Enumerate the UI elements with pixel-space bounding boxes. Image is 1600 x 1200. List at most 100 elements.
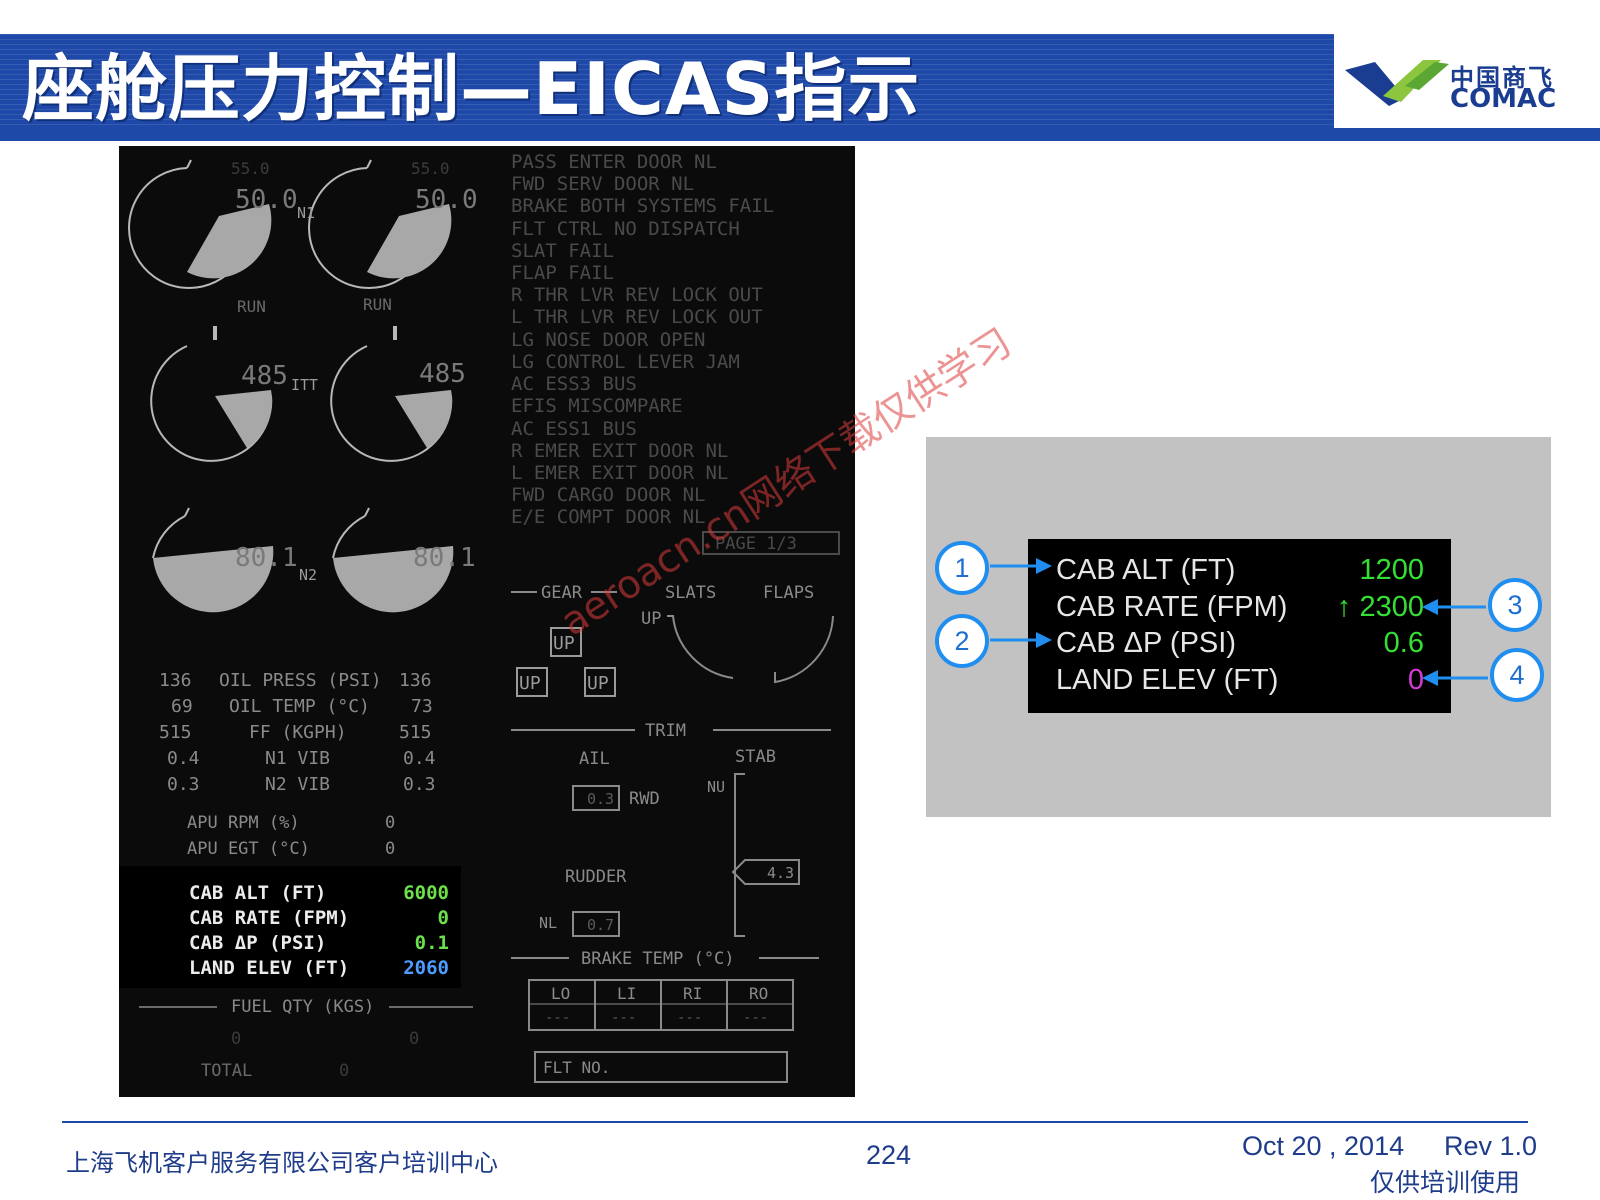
cas-message: SLAT FAIL: [511, 240, 614, 262]
fuel-right-value: 0: [409, 1029, 419, 1049]
cas-message: BRAKE BOTH SYSTEMS FAIL: [511, 195, 774, 217]
display-row: CAB ΔP (PSI) 0.6: [1056, 625, 1424, 661]
cas-message: FLT CTRL NO DISPATCH: [511, 218, 740, 240]
n1-label: N1: [297, 204, 315, 222]
slats-title: SLATS: [665, 583, 716, 603]
cas-page-indicator: PAGE 1/3: [715, 534, 797, 554]
cas-message: L EMER EXIT DOOR NL: [511, 462, 728, 484]
display-value: 0.6: [1383, 627, 1424, 659]
cas-message: AC ESS3 BUS: [511, 373, 637, 395]
param-left-value: 136: [159, 670, 192, 691]
cas-message: FWD CARGO DOOR NL: [511, 484, 705, 506]
cas-message-list: PASS ENTER DOOR NL FWD SERV DOOR NL BRAK…: [511, 151, 774, 528]
itt-left-gauge: [150, 326, 273, 462]
cab-value: 0.1: [414, 932, 449, 954]
n2-right-value: 80.1: [413, 543, 476, 573]
cas-message: EFIS MISCOMPARE: [511, 395, 683, 417]
ail-label: AIL: [579, 749, 610, 769]
display-label: CAB ΔP (PSI): [1056, 627, 1236, 659]
cab-label: CAB RATE (FPM): [189, 907, 350, 929]
cabin-pressure-block: CAB ALT (FT) 6000 CAB RATE (FPM) 0 CAB Δ…: [119, 866, 461, 988]
flt-no-label: FLT NO.: [543, 1058, 610, 1077]
comac-logo-icon: [1345, 60, 1449, 106]
fuel-total-label: TOTAL: [201, 1061, 252, 1081]
param-right-value: 73: [411, 696, 433, 717]
eicas-display: 55.0 55.0 50.0 50.0 N1 RUN RUN 485 485 I…: [119, 146, 855, 1097]
itt-label: ITT: [291, 376, 318, 394]
brake-col: RI: [683, 984, 702, 1003]
stab-label: STAB: [735, 747, 776, 767]
trim-title: TRIM: [645, 721, 686, 741]
stab-nu-label: NU: [707, 778, 725, 796]
n2-right-gauge: [332, 507, 454, 613]
param-label: N2 VIB: [265, 774, 330, 795]
cab-row: LAND ELEV (FT) 2060: [189, 957, 449, 983]
param-left-value: 515: [159, 722, 192, 743]
footer-note: 仅供培训使用: [1370, 1168, 1521, 1197]
param-right-value: 515: [399, 722, 432, 743]
apu-value: 0: [385, 839, 395, 859]
n1-left-target: 55.0: [231, 159, 270, 178]
brake-col: LO: [551, 984, 570, 1003]
cas-message: PASS ENTER DOOR NL: [511, 151, 717, 173]
param-right-value: 0.3: [403, 774, 436, 795]
logo-text-en: COMAC: [1450, 84, 1557, 114]
display-label: LAND ELEV (FT): [1056, 664, 1279, 696]
param-left-value: 0.4: [167, 748, 200, 769]
cas-message: LG CONTROL LEVER JAM: [511, 351, 740, 373]
cas-message: AC ESS1 BUS: [511, 418, 637, 440]
cab-label: CAB ALT (FT): [189, 882, 327, 904]
display-row: CAB RATE (FPM) ↑ 2300: [1056, 589, 1424, 625]
cas-message: R THR LVR REV LOCK OUT: [511, 284, 763, 306]
gear-left-status: UP: [519, 673, 541, 694]
slats-up-label: UP: [641, 609, 661, 629]
brake-value: ---: [611, 1010, 636, 1026]
cas-message: R EMER EXIT DOOR NL: [511, 440, 728, 462]
cas-message: E/E COMPT DOOR NL: [511, 506, 705, 528]
itt-right-value: 485: [419, 359, 466, 389]
n1-left-gauge: [128, 159, 272, 289]
ail-trim-dir: RWD: [629, 789, 660, 809]
param-right-value: 136: [399, 670, 432, 691]
gear-nose-status: UP: [553, 633, 575, 654]
n1-right-value: 50.0: [415, 185, 478, 215]
cab-value: 2060: [403, 957, 449, 979]
apu-label: APU EGT (°C): [187, 839, 310, 859]
cab-row: CAB RATE (FPM) 0: [189, 907, 449, 933]
cas-message: LG NOSE DOOR OPEN: [511, 329, 705, 351]
brake-value: ---: [545, 1010, 570, 1026]
brake-col: RO: [749, 984, 768, 1003]
page-number: 224: [866, 1140, 912, 1170]
cab-label: LAND ELEV (FT): [189, 957, 350, 979]
n1-left-value: 50.0: [235, 185, 298, 215]
display-value: ↑ 2300: [1336, 591, 1424, 623]
cab-value: 6000: [403, 882, 449, 904]
footer-date: Oct 20 , 2014: [1242, 1131, 1405, 1161]
n2-left-value: 80.1: [235, 543, 298, 573]
cab-value: 0: [437, 907, 449, 929]
param-label: N1 VIB: [265, 748, 330, 769]
marker-1: 1: [935, 541, 989, 595]
n2-left-gauge: [152, 507, 274, 613]
marker-2: 2: [935, 614, 989, 668]
itt-right-gauge: [330, 326, 453, 462]
rudder-trim-value: 0.7: [587, 916, 614, 934]
cab-row: CAB ΔP (PSI) 0.1: [189, 932, 449, 958]
brake-col: LI: [617, 984, 636, 1003]
cab-row: CAB ALT (FT) 6000: [189, 882, 449, 908]
param-right-value: 0.4: [403, 748, 436, 769]
param-label: OIL TEMP (°C): [229, 696, 370, 717]
param-label: OIL PRESS (PSI): [219, 670, 382, 691]
engine-params: 136 OIL PRESS (PSI) 136 69 OIL TEMP (°C)…: [159, 670, 436, 795]
header-underline: [0, 128, 1600, 141]
display-row: LAND ELEV (FT) 0: [1056, 662, 1424, 698]
gear-title: GEAR: [541, 583, 583, 603]
param-left-value: 69: [171, 696, 193, 717]
run-left-label: RUN: [237, 297, 266, 316]
gear-right-status: UP: [587, 673, 609, 694]
cab-label: CAB ΔP (PSI): [189, 932, 327, 954]
marker-3: 3: [1488, 578, 1542, 632]
ail-trim-value: 0.3: [587, 790, 614, 808]
n1-right-gauge: [308, 159, 452, 289]
apu-value: 0: [385, 813, 395, 833]
